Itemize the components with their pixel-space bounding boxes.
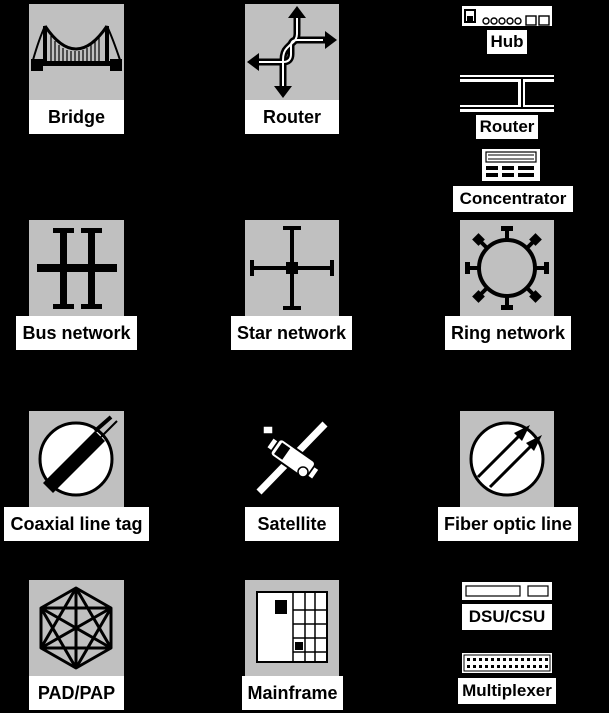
concentrator-device — [480, 147, 542, 183]
mainframe-tile — [245, 580, 339, 676]
concentrator-icon — [480, 147, 542, 183]
coaxial-tile — [29, 411, 124, 507]
bus-network-label: Bus network — [16, 316, 137, 350]
hub-label: Hub — [487, 30, 527, 54]
dsu-csu-label: DSU/CSU — [462, 604, 552, 630]
coaxial-label: Coaxial line tag — [4, 507, 149, 541]
fiber-optic-label: Fiber optic line — [438, 507, 578, 541]
satellite-figure — [245, 420, 339, 498]
ring-network-icon — [465, 226, 549, 310]
router-cable-icon — [460, 75, 554, 112]
fiber-optic-icon — [469, 421, 545, 497]
satellite-label: Satellite — [245, 507, 339, 541]
multiplexer-label: Multiplexer — [458, 678, 556, 704]
hub-icon — [460, 4, 554, 28]
router-arrows-icon — [247, 6, 337, 98]
dsu-csu-icon — [460, 580, 554, 602]
star-network-tile — [245, 220, 339, 316]
bus-network-icon — [37, 228, 117, 309]
router-label: Router — [245, 100, 339, 134]
multiplexer-device — [460, 651, 554, 675]
coaxial-cable-icon — [38, 415, 118, 497]
mainframe-label: Mainframe — [242, 676, 343, 710]
router-cable-device — [460, 75, 554, 112]
pad-pap-tile — [29, 580, 124, 676]
fiber-optic-tile — [460, 411, 554, 507]
hub-device — [460, 4, 554, 28]
bridge-icon — [31, 25, 122, 71]
bridge-label: Bridge — [29, 100, 124, 134]
ring-network-tile — [460, 220, 554, 316]
satellite-icon — [256, 421, 328, 495]
pad-hexagon-icon — [39, 586, 113, 670]
bus-network-tile — [29, 220, 124, 316]
pad-pap-label: PAD/PAP — [29, 676, 124, 710]
ring-network-label: Ring network — [445, 316, 571, 350]
dsu-csu-device — [460, 580, 554, 602]
router-tile — [245, 4, 339, 100]
star-network-label: Star network — [231, 316, 352, 350]
star-network-icon — [250, 226, 334, 310]
multiplexer-icon — [460, 651, 554, 675]
bridge-tile — [29, 4, 124, 100]
mainframe-icon — [256, 591, 328, 663]
router-small-label: Router — [476, 115, 538, 139]
concentrator-label: Concentrator — [453, 186, 573, 212]
